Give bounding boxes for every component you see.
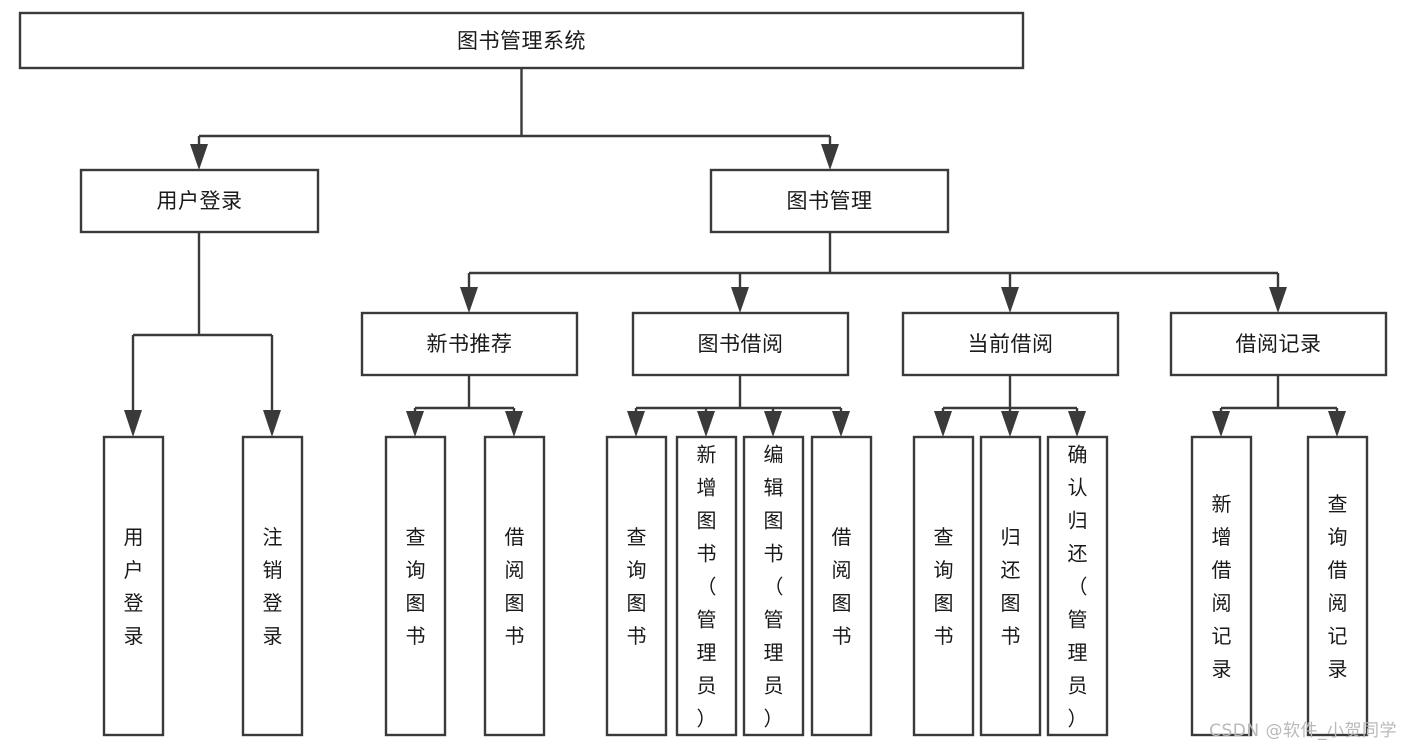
node-new-book-recommend-box[interactable] (360, 311, 579, 377)
node-user-login-label: 用户登录 (157, 189, 243, 213)
node-borrow-record[interactable]: 借阅记录 (1169, 311, 1388, 377)
leaf-node-book-borrow-3-box[interactable] (742, 435, 805, 737)
leaf-node-borrow-record-1-box[interactable] (1190, 435, 1253, 737)
leaf-node-current-borrow-2-label: 归还图书 (1001, 525, 1021, 648)
arrow-head-leaf-borrow-record-1 (1212, 411, 1230, 437)
node-root-box[interactable] (18, 11, 1025, 70)
leaf-node-user-login-2-box[interactable] (241, 435, 304, 737)
connector-group-borrow-record (1212, 375, 1346, 437)
arrow-head-leaf-current-borrow-3 (1068, 411, 1086, 437)
leaf-node-current-borrow-3[interactable]: 确认归还（管理员） (1046, 435, 1109, 737)
leaf-node-book-borrow-1-box[interactable] (605, 435, 668, 737)
arrow-head-leaf-current-borrow-1 (934, 411, 952, 437)
leaf-node-borrow-record-1[interactable]: 新增借阅记录 (1190, 435, 1253, 737)
node-borrow-record-label: 借阅记录 (1236, 332, 1322, 356)
leaf-node-current-borrow-1[interactable]: 查询图书 (912, 435, 975, 737)
leaf-node-new-book-2[interactable]: 借阅图书 (483, 435, 546, 737)
node-current-borrow-box[interactable] (901, 311, 1120, 377)
arrow-head-book-mgmt (821, 144, 839, 170)
leaf-node-current-borrow-2-box[interactable] (979, 435, 1042, 737)
leaf-node-borrow-record-1-label: 新增借阅记录 (1212, 492, 1232, 681)
node-book-management-box[interactable] (709, 168, 950, 234)
leaf-node-new-book-2-label: 借阅图书 (505, 525, 525, 648)
leaf-node-book-borrow-4-box[interactable] (810, 435, 873, 737)
leaf-node-book-borrow-2-box[interactable] (675, 435, 738, 737)
leaf-node-book-borrow-2-label: 新增图书（管理员） (697, 442, 717, 730)
leaf-node-new-book-1-box[interactable] (384, 435, 447, 737)
arrow-head-book-borrow (731, 287, 749, 313)
leaf-node-borrow-record-2[interactable]: 查询借阅记录 (1306, 435, 1369, 737)
arrow-head-leaf-book-borrow-2 (697, 411, 715, 437)
leaf-node-new-book-1[interactable]: 查询图书 (384, 435, 447, 737)
leaf-node-current-borrow-1-label: 查询图书 (934, 525, 954, 648)
leaf-node-current-borrow-3-label: 确认归还（管理员） (1068, 442, 1088, 730)
node-user-login-box[interactable] (79, 168, 320, 234)
leaf-node-current-borrow-1-box[interactable] (912, 435, 975, 737)
leaf-node-book-borrow-1[interactable]: 查询图书 (605, 435, 668, 737)
arrow-head-new-book (460, 287, 478, 313)
leaf-node-user-login-1[interactable]: 用户登录 (102, 435, 165, 737)
connector-group-user-login (124, 232, 281, 437)
node-book-borrow-label: 图书借阅 (698, 332, 784, 356)
arrow-head-leaf-user-login-1 (124, 410, 142, 437)
connector-group-book-borrow (627, 375, 850, 437)
connector-group-root (190, 68, 839, 170)
node-borrow-record-box[interactable] (1169, 311, 1388, 377)
node-root[interactable]: 图书管理系统 (18, 11, 1025, 70)
leaf-node-user-login-1-label: 用户登录 (124, 525, 144, 648)
leaf-node-user-login-2-label: 注销登录 (263, 525, 283, 648)
arrow-head-current-borrow (1001, 287, 1019, 313)
leaf-node-borrow-record-2-label: 查询借阅记录 (1328, 492, 1348, 681)
arrow-head-leaf-user-login-2 (263, 410, 281, 437)
arrow-head-leaf-new-book-1 (406, 411, 424, 437)
arrow-head-borrow-record (1269, 287, 1287, 313)
arrow-head-user-login (190, 144, 208, 170)
leaf-node-user-login-2[interactable]: 注销登录 (241, 435, 304, 737)
node-book-management[interactable]: 图书管理 (709, 168, 950, 234)
leaf-node-book-borrow-2[interactable]: 新增图书（管理员） (675, 435, 738, 737)
leaf-node-user-login-1-box[interactable] (102, 435, 165, 737)
leaf-node-new-book-2-box[interactable] (483, 435, 546, 737)
leaf-node-book-borrow-4[interactable]: 借阅图书 (810, 435, 873, 737)
connector-group-book-mgmt (460, 232, 1287, 313)
arrow-head-leaf-current-borrow-2 (1001, 411, 1019, 437)
leaf-node-new-book-1-label: 查询图书 (406, 525, 426, 648)
leaf-node-current-borrow-2[interactable]: 归还图书 (979, 435, 1042, 737)
node-book-borrow[interactable]: 图书借阅 (631, 311, 850, 377)
arrow-head-leaf-book-borrow-4 (832, 411, 850, 437)
connector-group-new-book (406, 375, 523, 437)
arrow-head-leaf-book-borrow-1 (627, 411, 645, 437)
connector-group-current-borrow (934, 375, 1086, 437)
leaf-node-book-borrow-3-label: 编辑图书（管理员） (764, 442, 784, 730)
leaf-node-book-borrow-3[interactable]: 编辑图书（管理员） (742, 435, 805, 737)
leaf-node-borrow-record-2-box[interactable] (1306, 435, 1369, 737)
leaf-node-book-borrow-1-label: 查询图书 (627, 525, 647, 648)
node-new-book-recommend[interactable]: 新书推荐 (360, 311, 579, 377)
node-new-book-recommend-label: 新书推荐 (427, 332, 513, 356)
leaf-node-book-borrow-4-label: 借阅图书 (832, 525, 852, 648)
node-root-label: 图书管理系统 (457, 29, 586, 53)
node-current-borrow[interactable]: 当前借阅 (901, 311, 1120, 377)
node-user-login[interactable]: 用户登录 (79, 168, 320, 234)
leaf-node-current-borrow-3-box[interactable] (1046, 435, 1109, 737)
arrow-head-leaf-new-book-2 (505, 411, 523, 437)
arrow-head-leaf-borrow-record-2 (1328, 411, 1346, 437)
node-book-borrow-box[interactable] (631, 311, 850, 377)
node-book-management-label: 图书管理 (787, 189, 873, 213)
node-current-borrow-label: 当前借阅 (968, 332, 1054, 356)
arrow-head-leaf-book-borrow-3 (764, 411, 782, 437)
